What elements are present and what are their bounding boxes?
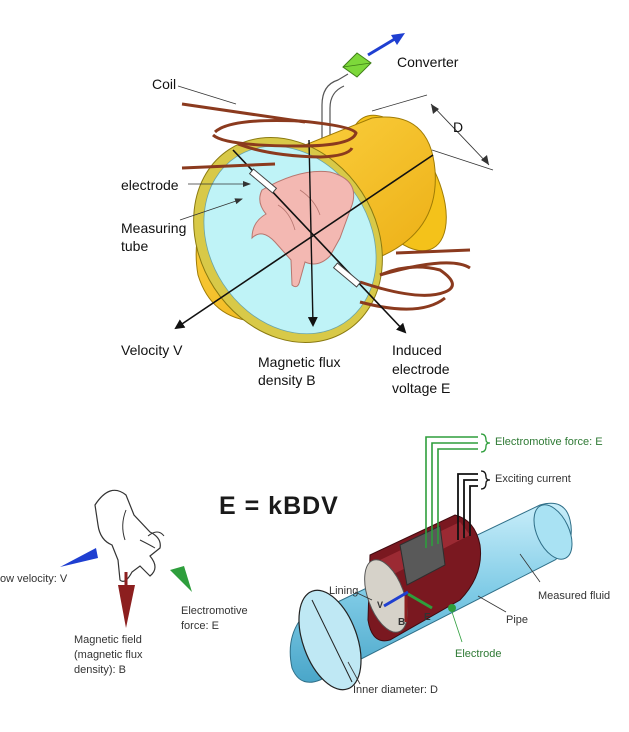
e-label: E	[424, 612, 431, 623]
flowmeter-assembly	[289, 433, 573, 691]
inner-diameter-dimension	[311, 599, 353, 683]
velocity-axis-line	[174, 154, 434, 330]
flow-velocity-label: ow velocity: V	[0, 573, 68, 585]
emf-brace	[480, 433, 491, 453]
field-label-line2: (magnetic flux	[74, 649, 143, 661]
tube-leader	[179, 198, 243, 221]
pipe-label: Pipe	[506, 614, 529, 626]
hand-sketch	[94, 489, 161, 582]
emf-arrow	[170, 566, 192, 592]
measured-fluid-label: Measured fluid	[538, 590, 611, 602]
b-label: B	[398, 617, 406, 628]
v-label: V	[377, 600, 384, 610]
induced-label-line2: electrode	[392, 361, 450, 377]
diameter-label: D	[453, 119, 464, 135]
induced-label-line3: voltage E	[392, 380, 451, 396]
pipe-opening	[298, 589, 362, 691]
lower-coil	[359, 248, 471, 311]
emf-hand-label-line1: Electromotive	[181, 605, 248, 617]
electrode-meter-label: Electrode	[455, 648, 502, 660]
excitation-cables	[457, 473, 478, 540]
electrode-dot	[448, 604, 456, 612]
measuring-tube-label-line2: tube	[121, 238, 149, 254]
e-arrow	[407, 592, 433, 610]
converter-box	[342, 52, 372, 78]
coil-label: Coil	[152, 76, 177, 92]
exciting-current-label: Exciting current	[495, 473, 571, 485]
field-arrow	[118, 585, 135, 628]
field-label-line1: Magnetic field	[74, 634, 142, 646]
diameter-dimension	[430, 103, 490, 166]
exciting-brace	[480, 470, 491, 490]
converter-label: Converter	[397, 54, 459, 70]
upper-coil	[181, 102, 358, 170]
field-label-line3: density): B	[74, 664, 126, 676]
velocity-label: Velocity V	[121, 342, 183, 358]
lower-electrode	[332, 262, 362, 288]
upper-electrode	[248, 168, 278, 194]
right-hand-rule-hand	[251, 170, 355, 288]
emf-cables	[425, 436, 478, 548]
emf-meter-label: Electromotive force: E	[495, 436, 603, 448]
top-diagram	[174, 33, 494, 343]
converter-output-arrow	[367, 35, 399, 57]
v-arrow	[383, 590, 409, 608]
inner-diameter-label: Inner diameter: D	[353, 684, 438, 696]
coil-leader	[177, 85, 237, 105]
measuring-tube-label-line1: Measuring	[121, 220, 187, 236]
induced-label-line1: Induced	[392, 342, 442, 358]
electrode-label: electrode	[121, 177, 179, 193]
velocity-arrow	[60, 548, 98, 567]
flux-label-line2: density B	[258, 372, 316, 388]
lining-label: Lining	[329, 585, 359, 597]
emf-hand-label-line2: force: E	[181, 620, 219, 632]
flux-label-line1: Magnetic flux	[258, 354, 341, 370]
formula: E = kBDV	[219, 492, 339, 520]
converter-cable	[321, 73, 349, 171]
hand-rule-figure	[60, 489, 192, 628]
